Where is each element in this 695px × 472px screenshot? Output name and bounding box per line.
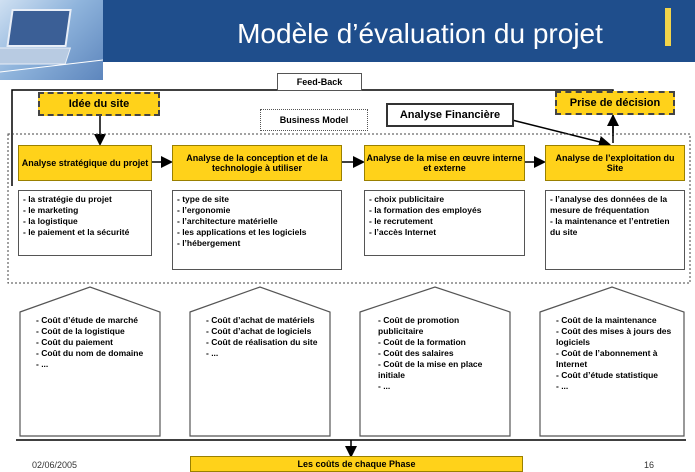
list-item: - l’hébergement bbox=[177, 238, 241, 248]
list-item: - Coût de promotion publicitaire bbox=[378, 315, 460, 336]
list-item: - Coût de la mise en place initiale bbox=[378, 359, 483, 380]
list-item: - Coût de la logistique bbox=[36, 326, 125, 336]
list-item: - Coût de la maintenance bbox=[556, 315, 657, 325]
list-item: - ... bbox=[556, 381, 569, 391]
list-item: - Coût de la formation bbox=[378, 337, 466, 347]
page-number: 16 bbox=[644, 460, 655, 470]
list-item: - la maintenance et l’entretien du site bbox=[550, 216, 670, 237]
cost-house-2 bbox=[189, 286, 331, 437]
list-item: - ... bbox=[378, 381, 391, 391]
costs-per-phase-label: Les coûts de chaque Phase bbox=[190, 456, 523, 472]
list-item: - Coût d’étude de marché bbox=[36, 315, 139, 325]
list-item: - choix publicitaire bbox=[369, 194, 445, 204]
cost-list-3: - Coût de promotion publicitaire - Coût … bbox=[378, 315, 502, 392]
list-item: - le marketing bbox=[23, 205, 79, 215]
list-item: - le recrutement bbox=[369, 216, 433, 226]
phase-title-3: Analyse de la mise en œuvre interne et e… bbox=[364, 145, 525, 181]
list-item: - Coût d’achat de logiciels bbox=[206, 326, 312, 336]
list-item: - Coût du paiement bbox=[36, 337, 113, 347]
footer-date: 02/06/2005 bbox=[32, 460, 78, 470]
list-item: - le paiement et la sécurité bbox=[23, 227, 130, 237]
list-item: - Coût d’achat de matériels bbox=[206, 315, 315, 325]
list-item: - l’ergonomie bbox=[177, 205, 231, 215]
phase-items-1: - la stratégie du projet - le marketing … bbox=[18, 190, 152, 256]
business-model-label: Business Model bbox=[260, 109, 368, 131]
list-item: - l’architecture matérielle bbox=[177, 216, 278, 226]
list-item: - la logistique bbox=[23, 216, 78, 226]
accent-bar bbox=[665, 8, 671, 46]
phase-items-2: - type de site - l’ergonomie - l’archite… bbox=[172, 190, 342, 270]
idee-du-site-box: Idée du site bbox=[38, 92, 160, 116]
phase-title-4: Analyse de l’exploitation du Site bbox=[545, 145, 685, 181]
cost-list-4: - Coût de la maintenance - Coût des mise… bbox=[556, 315, 680, 392]
list-item: - Coût d’étude statistique bbox=[556, 370, 658, 380]
feedback-label: Feed-Back bbox=[277, 73, 362, 91]
financiere-arrow bbox=[511, 119, 611, 148]
cost-house-4 bbox=[539, 286, 685, 437]
list-item: - ... bbox=[36, 359, 49, 369]
list-item: - les applications et les logiciels bbox=[177, 227, 307, 237]
list-item: - l’analyse des données de la mesure de … bbox=[550, 194, 668, 215]
page-title: Modèle d’évaluation du projet bbox=[237, 18, 603, 49]
list-item: - l’accès Internet bbox=[369, 227, 437, 237]
list-item: - la stratégie du projet bbox=[23, 194, 112, 204]
cost-list-1: - Coût d’étude de marché - Coût de la lo… bbox=[36, 315, 154, 370]
analyse-financiere-box: Analyse Financière bbox=[386, 103, 514, 127]
business-model-frame bbox=[7, 133, 691, 284]
list-item: - Coût des mises à jours des logiciels bbox=[556, 326, 672, 347]
list-item: - ... bbox=[206, 348, 219, 358]
list-item: - type de site bbox=[177, 194, 229, 204]
prise-de-decision-box: Prise de décision bbox=[555, 91, 675, 115]
list-item: - Coût de réalisation du site bbox=[206, 337, 318, 347]
cost-list-2: - Coût d’achat de matériels - Coût d’ach… bbox=[206, 315, 324, 359]
title-banner bbox=[0, 0, 695, 62]
cost-house-1 bbox=[19, 286, 161, 437]
list-item: - Coût des salaires bbox=[378, 348, 454, 358]
list-item: - la formation des employés bbox=[369, 205, 482, 215]
phase-title-2: Analyse de la conception et de la techno… bbox=[172, 145, 342, 181]
phase-items-3: - choix publicitaire - la formation des … bbox=[364, 190, 525, 256]
phase-title-1: Analyse stratégique du projet bbox=[18, 145, 152, 181]
list-item: - Coût de l’abonnement à Internet bbox=[556, 348, 658, 369]
phase-items-4: - l’analyse des données de la mesure de … bbox=[545, 190, 685, 270]
list-item: - Coût du nom de domaine bbox=[36, 348, 144, 358]
cost-house-3 bbox=[359, 286, 511, 437]
laptop-photo bbox=[0, 0, 104, 80]
